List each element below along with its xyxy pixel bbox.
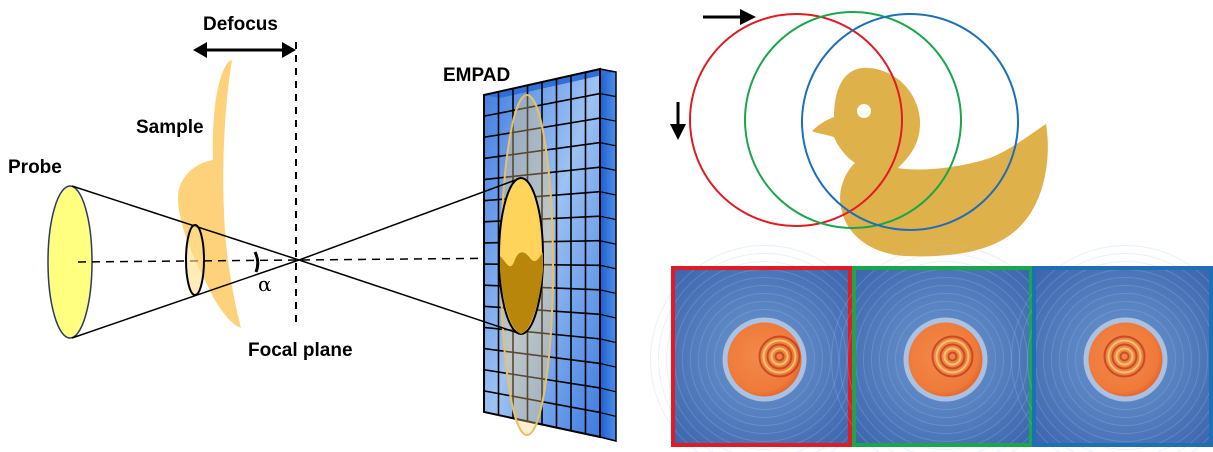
rubber-duck-icon [812,67,1048,257]
sample-label: Sample [136,117,204,138]
diffraction-pattern-panel-red [650,245,879,452]
scan-right-arrow-icon [703,9,756,25]
beam-at-sample-ellipse [185,224,205,296]
focal-plane-label: Focal plane [248,340,353,361]
defocus-double-arrow-icon [193,42,296,58]
probe-ellipse [47,185,93,339]
alpha-label: α [258,272,272,296]
detector-label: EMPAD [443,65,510,86]
scan-position-red-circle [689,13,903,227]
probe-label: Probe [8,157,62,178]
alpha-angle-arc [253,251,260,273]
scan-position-blue-circle [801,13,1019,231]
defocus-label: Defocus [203,14,278,35]
sample-shape [178,60,241,328]
scan-down-arrow-icon [670,102,686,140]
diffraction-pattern-panel-blue [1011,245,1213,452]
diffraction-disk-on-detector [498,177,544,335]
scan-position-green-circle [744,11,962,229]
diffraction-pattern-panel-green [831,245,1060,452]
